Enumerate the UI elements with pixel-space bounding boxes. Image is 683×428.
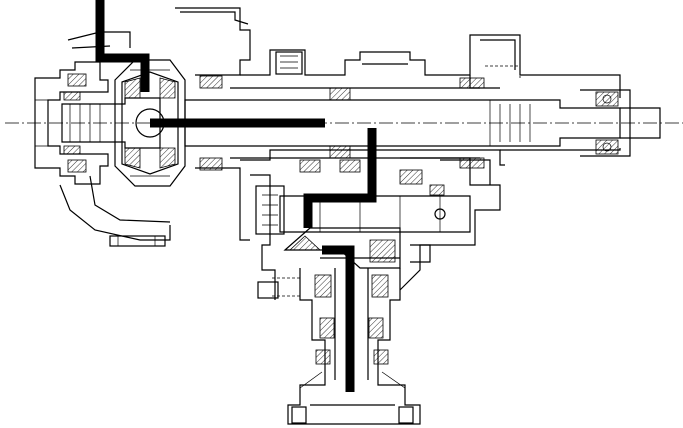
rear-output-shaft (459, 77, 661, 169)
flow-arrow-transfer (303, 128, 377, 228)
transfer-housing (250, 157, 501, 300)
left-input-housing (34, 31, 171, 247)
front-output-shaft (257, 268, 401, 380)
front-output-flange (287, 370, 421, 425)
center-differential (114, 59, 186, 187)
main-housing (175, 7, 621, 241)
flow-arrow-input (95, 0, 150, 92)
left-bearings (67, 73, 223, 173)
flow-arrow-front-output (322, 245, 355, 392)
